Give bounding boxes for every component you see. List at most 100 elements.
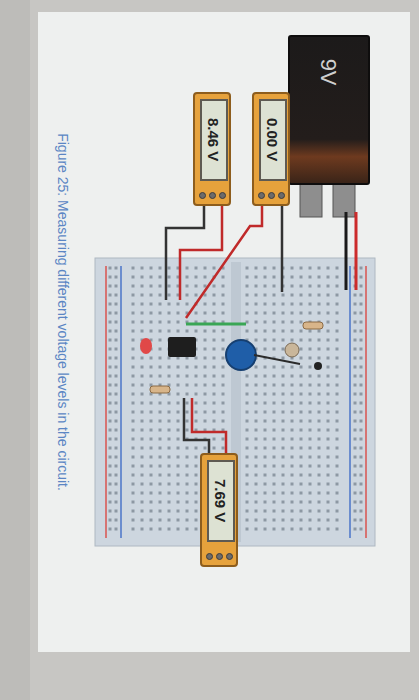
breadboard-hole xyxy=(132,519,135,522)
breadboard-hole xyxy=(132,366,135,369)
breadboard-hole xyxy=(291,312,294,315)
breadboard-hole xyxy=(336,276,339,279)
breadboard-hole xyxy=(222,348,225,351)
breadboard-hole xyxy=(255,465,258,468)
breadboard-hole xyxy=(255,519,258,522)
breadboard-hole xyxy=(109,375,112,378)
breadboard-hole xyxy=(168,429,171,432)
breadboard-hole xyxy=(264,285,267,288)
breadboard-hole xyxy=(327,267,330,270)
breadboard-hole xyxy=(354,474,357,477)
meter-display: 0.00 V xyxy=(259,99,287,181)
breadboard-hole xyxy=(246,294,249,297)
breadboard-hole xyxy=(168,312,171,315)
breadboard-hole xyxy=(213,330,216,333)
breadboard-hole xyxy=(150,483,153,486)
breadboard-hole xyxy=(273,321,276,324)
battery-wire-red xyxy=(355,212,358,290)
breadboard-hole xyxy=(159,519,162,522)
breadboard-hole xyxy=(195,312,198,315)
breadboard-hole xyxy=(186,528,189,531)
breadboard-hole xyxy=(300,501,303,504)
breadboard-hole xyxy=(186,402,189,405)
breadboard-hole xyxy=(273,276,276,279)
breadboard-hole xyxy=(109,402,112,405)
breadboard-hole xyxy=(318,294,321,297)
breadboard-hole xyxy=(132,411,135,414)
breadboard-hole xyxy=(246,375,249,378)
breadboard-hole xyxy=(141,375,144,378)
breadboard-hole xyxy=(282,510,285,513)
breadboard-hole xyxy=(282,384,285,387)
breadboard-hole xyxy=(213,375,216,378)
breadboard-hole xyxy=(115,483,118,486)
wire-end xyxy=(314,362,322,370)
breadboard-hole xyxy=(309,285,312,288)
breadboard-hole xyxy=(246,384,249,387)
breadboard-hole xyxy=(213,312,216,315)
breadboard-hole xyxy=(360,510,363,513)
breadboard-hole xyxy=(300,528,303,531)
breadboard-hole xyxy=(273,501,276,504)
breadboard-hole xyxy=(336,420,339,423)
breadboard-hole xyxy=(195,501,198,504)
breadboard-hole xyxy=(336,267,339,270)
breadboard-hole xyxy=(354,420,357,423)
breadboard-hole xyxy=(273,339,276,342)
breadboard-hole xyxy=(159,366,162,369)
breadboard-hole xyxy=(360,321,363,324)
breadboard-hole xyxy=(159,420,162,423)
breadboard-hole xyxy=(168,366,171,369)
breadboard-hole xyxy=(282,312,285,315)
meter-knob xyxy=(268,192,275,199)
breadboard-hole xyxy=(168,375,171,378)
breadboard-hole xyxy=(213,357,216,360)
breadboard-hole xyxy=(168,501,171,504)
breadboard-hole xyxy=(204,348,207,351)
breadboard-hole xyxy=(132,474,135,477)
breadboard-hole xyxy=(264,465,267,468)
breadboard-hole xyxy=(309,312,312,315)
breadboard-hole xyxy=(186,447,189,450)
breadboard-hole xyxy=(109,501,112,504)
breadboard-hole xyxy=(255,276,258,279)
breadboard-hole xyxy=(150,285,153,288)
breadboard-hole xyxy=(141,303,144,306)
breadboard-hole xyxy=(255,411,258,414)
jumper-wire xyxy=(186,323,246,326)
breadboard-hole xyxy=(327,519,330,522)
breadboard-hole xyxy=(327,285,330,288)
breadboard-hole xyxy=(273,456,276,459)
breadboard-hole xyxy=(300,519,303,522)
breadboard-hole xyxy=(282,501,285,504)
breadboard-hole xyxy=(354,510,357,513)
breadboard-hole xyxy=(132,276,135,279)
breadboard-hole xyxy=(150,321,153,324)
breadboard-hole xyxy=(195,474,198,477)
breadboard-hole xyxy=(360,456,363,459)
breadboard-hole xyxy=(264,384,267,387)
breadboard-hole xyxy=(246,429,249,432)
breadboard-hole xyxy=(159,402,162,405)
breadboard-hole xyxy=(255,267,258,270)
breadboard-hole xyxy=(282,330,285,333)
breadboard-hole xyxy=(186,429,189,432)
breadboard-hole xyxy=(300,465,303,468)
breadboard-hole xyxy=(150,528,153,531)
breadboard-hole xyxy=(195,285,198,288)
breadboard-hole xyxy=(291,366,294,369)
breadboard-hole xyxy=(354,330,357,333)
breadboard-hole xyxy=(309,348,312,351)
breadboard-hole xyxy=(300,339,303,342)
breadboard-hole xyxy=(273,303,276,306)
breadboard-hole xyxy=(132,303,135,306)
breadboard-hole xyxy=(109,519,112,522)
breadboard-hole xyxy=(132,456,135,459)
breadboard-hole xyxy=(186,384,189,387)
breadboard-hole xyxy=(186,411,189,414)
breadboard-hole xyxy=(132,465,135,468)
breadboard-hole xyxy=(291,375,294,378)
probe-lead-red xyxy=(180,200,222,300)
breadboard-hole xyxy=(273,483,276,486)
breadboard-hole xyxy=(115,501,118,504)
